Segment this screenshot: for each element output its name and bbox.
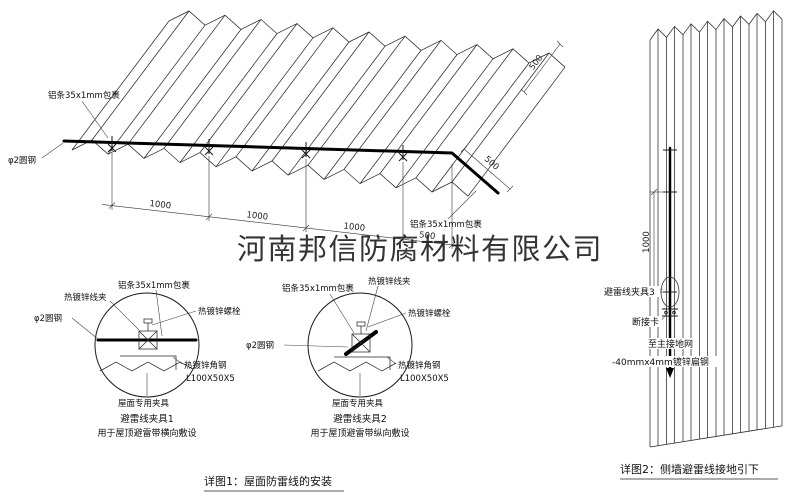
detail1-clamp-parts bbox=[99, 318, 194, 372]
label-bg bbox=[610, 356, 722, 367]
wall-label-flat-steel: -40mmx4mm镀锌扁钢 bbox=[612, 356, 709, 368]
detail2-label-clip: 热镀锌线夹 bbox=[368, 276, 411, 287]
detail1-leader-lines bbox=[71, 289, 197, 396]
to-ground-arrow bbox=[666, 368, 674, 378]
roof-dimension-chain: 1000 1000 1000 500 bbox=[101, 153, 461, 249]
dim-1000-2: 1000 bbox=[246, 210, 269, 222]
leader-line bbox=[447, 190, 477, 220]
detail2-label-angle-size: L100X50X5 bbox=[400, 374, 449, 384]
detail2-circle bbox=[307, 292, 413, 398]
roof-label-aluminum-strip-top: 铝条35x1mm包裹 bbox=[48, 90, 120, 101]
figure1-detail-clamp1: 热镀锌线夹 铝条35x1mm包裹 热镀锌螺栓 φ2圆钢 热镀锌角钢 L100X5… bbox=[34, 280, 241, 439]
detail2-label-roof-fixture: 屋面专用夹具 bbox=[332, 398, 384, 409]
detail1-label-angle-steel: 热镀锌角钢 bbox=[184, 360, 227, 371]
detail1-label-aluminum: 铝条35x1mm包裹 bbox=[118, 280, 190, 291]
detail2-leader-lines bbox=[283, 285, 407, 396]
wall-label-breaker-card: 断接卡 bbox=[632, 316, 659, 328]
wall-corrugated-sheet bbox=[649, 10, 783, 448]
dim-1000-1: 1000 bbox=[149, 199, 172, 211]
detail2-label-angle-steel: 热镀锌角钢 bbox=[398, 360, 441, 371]
figure1-caption: 详图1：屋面防雷线的安装 bbox=[204, 474, 332, 488]
watermark: 河南邦信防腐材料有限公司 bbox=[237, 232, 603, 266]
wall-dim-1000: 1000 bbox=[642, 231, 652, 253]
detail2-subtitle: 用于屋顶避雷带纵向敷设 bbox=[310, 427, 409, 439]
figure1-detail-clamp2: 铝条35x1mm包裹 热镀锌线夹 热镀锌螺栓 φ2圆钢 热镀锌角钢 L100X5… bbox=[246, 276, 451, 439]
wall-label-to-main-ground: 至主接地网 bbox=[648, 338, 693, 350]
roof-corrugated-sheet bbox=[71, 10, 566, 197]
detail1-subtitle: 用于屋顶避雷带横向敷设 bbox=[97, 427, 196, 439]
detail2-label-aluminum: 铝条35x1mm包裹 bbox=[282, 283, 354, 294]
detail1-circle bbox=[94, 292, 200, 398]
figure1-roof-isometric: 1000 1000 1000 500 500 500 铝条35x1mm包裹 铝条… bbox=[8, 10, 566, 249]
label-bg bbox=[646, 338, 694, 349]
detail1-label-round-steel: φ2圆钢 bbox=[34, 313, 62, 324]
wall-dimension: 1000 bbox=[642, 188, 664, 296]
detail1-title: 避雷线夹具1 bbox=[120, 413, 174, 425]
detail1-label-roof-fixture: 屋面专用夹具 bbox=[118, 398, 170, 409]
leader-line-red bbox=[41, 142, 64, 159]
captions: 详图1：屋面防雷线的安装 详图2：侧墙避雷线接地引下 bbox=[204, 462, 778, 492]
detail2-label-bolt: 热镀锌螺栓 bbox=[408, 308, 451, 319]
roof-label-round-steel: φ2圆钢 bbox=[8, 155, 36, 166]
detail1-label-clip: 热镀锌线夹 bbox=[64, 292, 107, 303]
detail2-label-round-steel: φ2圆钢 bbox=[246, 340, 274, 351]
roof-dimension-top-right: 500 bbox=[520, 40, 564, 96]
dim-500: 500 bbox=[419, 230, 436, 242]
detail2-title: 避雷线夹具2 bbox=[333, 413, 387, 425]
dim-500-bend: 500 bbox=[482, 154, 501, 172]
detail2-clamp-parts bbox=[317, 321, 397, 372]
label-bg bbox=[630, 316, 662, 327]
detail1-label-angle-size: L100X50X5 bbox=[186, 374, 235, 384]
detail1-label-bolt: 热镀锌螺栓 bbox=[198, 306, 241, 317]
figure2-wall-drawing: 1000 避雷线夹具3 断接卡 至主接地网 -40mmx4mm镀锌扁钢 bbox=[602, 10, 783, 448]
leader-line bbox=[81, 100, 109, 139]
roof-lightning-wire bbox=[62, 139, 500, 195]
leader-line bbox=[661, 312, 668, 321]
label-bg bbox=[602, 286, 660, 297]
wall-label-clamp3: 避雷线夹具3 bbox=[604, 286, 655, 298]
dim-1000-3: 1000 bbox=[343, 222, 366, 234]
roof-label-aluminum-strip-bottom: 铝条35x1mm包裹 bbox=[410, 219, 482, 230]
figure2-caption: 详图2：侧墙避雷线接地引下 bbox=[620, 462, 759, 476]
roof-wire-clamp-marks bbox=[107, 136, 408, 162]
